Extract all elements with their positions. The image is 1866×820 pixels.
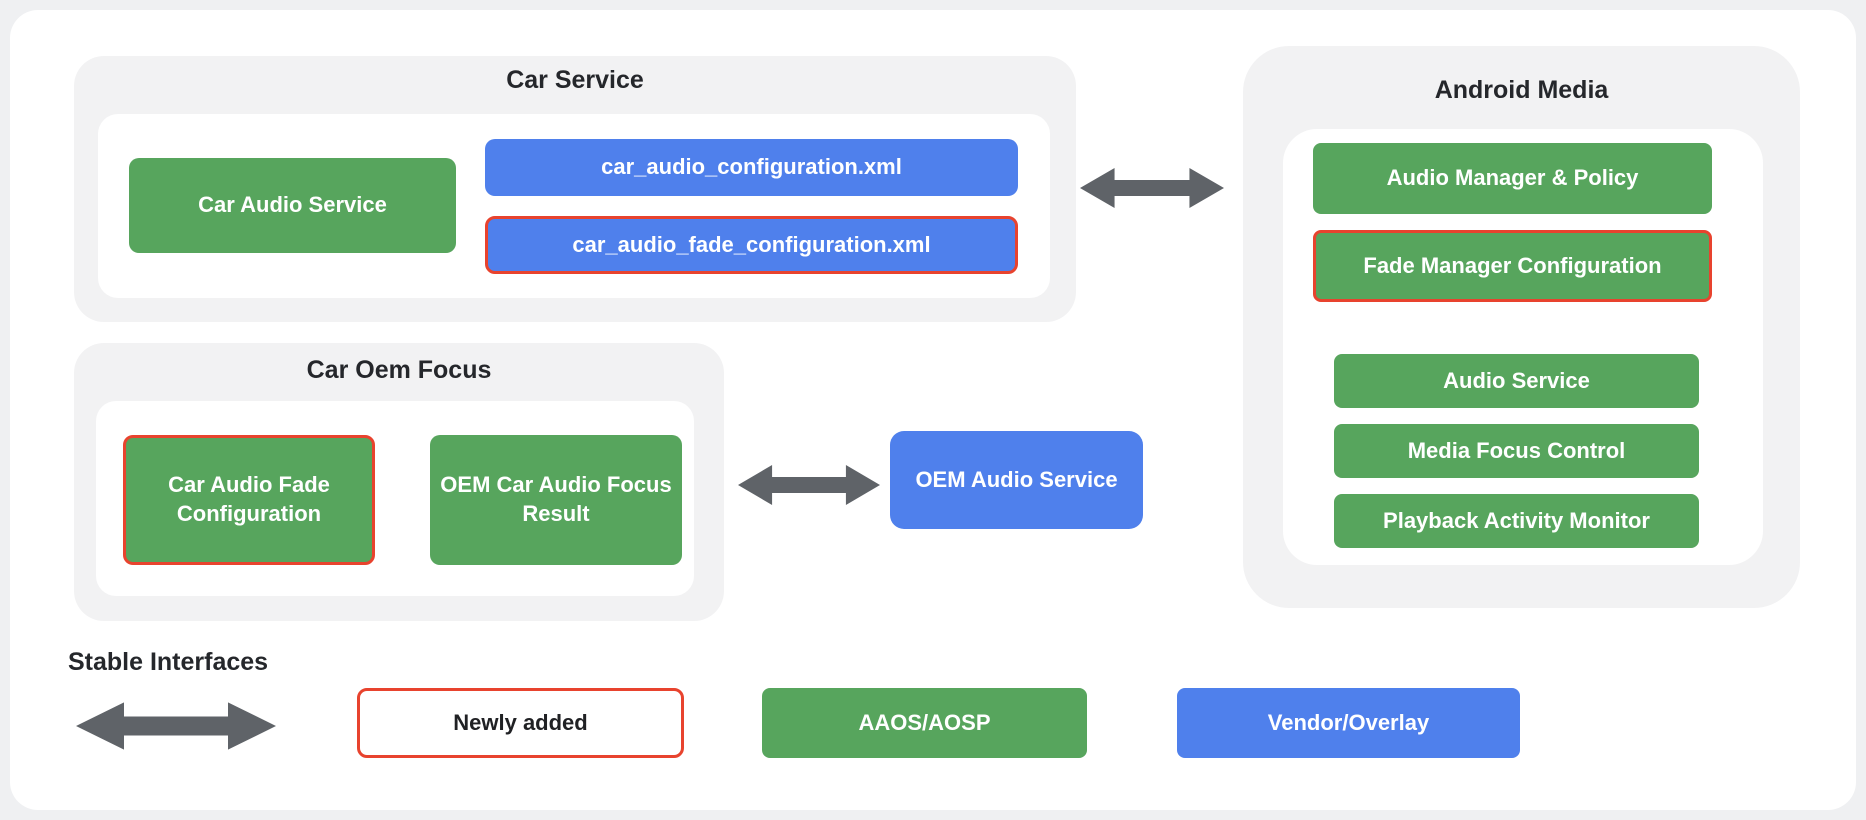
legend-item-aaos-aosp: AAOS/AOSP <box>762 688 1087 758</box>
node-oem-car-audio-focus-result: OEM Car Audio Focus Result <box>430 435 682 565</box>
node-playback-activity-monitor: Playback Activity Monitor <box>1334 494 1699 548</box>
panel-title-car-oem-focus: Car Oem Focus <box>306 356 492 384</box>
node-car-audio-configuration-xml: car_audio_configuration.xml <box>485 139 1018 196</box>
bidirectional-arrow-icon <box>738 463 880 507</box>
node-oem-audio-service: OEM Audio Service <box>890 431 1143 529</box>
node-media-focus-control: Media Focus Control <box>1334 424 1699 478</box>
node-fade-manager-configuration: Fade Manager Configuration <box>1313 230 1712 302</box>
node-audio-manager-policy: Audio Manager & Policy <box>1313 143 1712 214</box>
node-car-audio-fade-configuration: Car Audio Fade Configuration <box>123 435 375 565</box>
legend-title-stable-interfaces: Stable Interfaces <box>68 648 269 676</box>
legend-item-newly-added: Newly added <box>357 688 684 758</box>
node-car-audio-fade-configuration-xml: car_audio_fade_configuration.xml <box>485 216 1018 274</box>
bidirectional-arrow-icon <box>76 700 276 752</box>
bidirectional-arrow-icon <box>1080 166 1224 210</box>
node-car-audio-service: Car Audio Service <box>129 158 456 253</box>
panel-title-car-service: Car Service <box>506 66 644 94</box>
panel-title-android-media: Android Media <box>1434 76 1609 104</box>
legend-item-vendor-overlay: Vendor/Overlay <box>1177 688 1520 758</box>
node-audio-service: Audio Service <box>1334 354 1699 408</box>
